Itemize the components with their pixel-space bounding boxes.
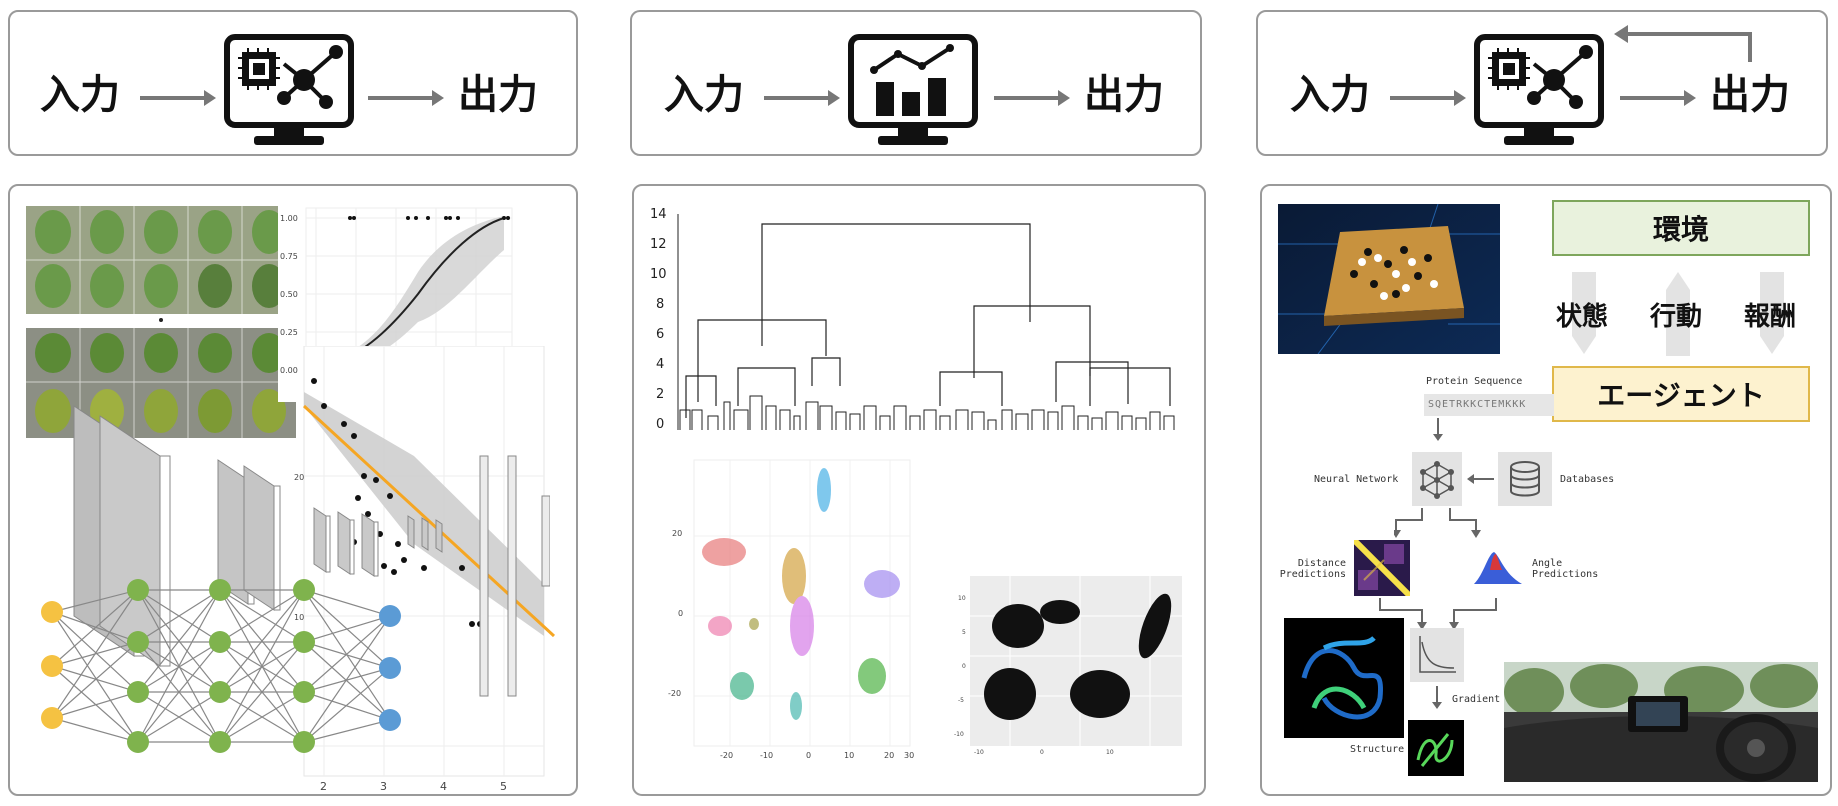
self-driving-car-image [1504,662,1818,782]
action-label: 行動 [1650,302,1703,332]
tick-label: -20 [668,689,681,698]
tick-label: 0 [962,663,966,670]
tick-label: 0 [656,417,664,432]
tick-label: 6 [656,327,664,342]
input-label: 入力 [40,72,120,118]
cnn-architecture-diagram [73,405,550,697]
gradient-plot [1410,628,1464,682]
tick-label: 0 [806,751,811,760]
unsupervised-flow-box: 入力 出力 [630,10,1202,156]
ai-chip-monitor-icon [224,34,354,145]
angle-plot-image [1470,540,1526,596]
neural-network-diagram [41,579,401,753]
tick-label: 0.50 [280,290,298,299]
feedback-arrow-icon [1614,25,1752,62]
tick-label: -10 [954,731,964,738]
state-label: 状態 [1556,302,1609,332]
tick-label: 4 [656,357,664,372]
tick-label: -20 [720,751,733,760]
gradient-label: Gradient [1452,694,1501,705]
protein-sequence-label: Protein Sequence [1426,376,1523,387]
arrow-right-icon [994,90,1070,106]
neural-network-label: Neural Network [1314,474,1399,485]
arrow-right-icon [1620,90,1696,106]
output-label: 出力 [1710,72,1790,118]
arrow-down-icon [1432,686,1442,709]
tick-label: 20 [294,473,304,482]
tsne-cluster-chart: 20 0 -20 -20 -10 0 10 20 30 [668,459,914,760]
tick-label: 0.75 [280,252,298,261]
pipeline-split-arrows-icon [1394,508,1481,538]
tick-label: 20 [672,529,682,538]
tick-label: 0.25 [280,328,298,337]
tick-label: -5 [958,697,964,704]
protein-sequence-value: SQETRKKCTEMKKK [1424,394,1554,416]
supervised-flow-box: 入力 出力 [8,10,578,156]
go-board-chip-image [1278,204,1500,354]
distance-map-image [1354,540,1410,596]
reward-label: 報酬 [1744,302,1797,332]
ai-chip-monitor-icon [1474,34,1604,145]
tick-label: 20 [884,751,894,760]
tick-label: 10 [294,613,304,622]
database-icon [1498,452,1552,506]
tick-label: 3 [380,780,387,793]
arrow-down-icon [1433,418,1443,441]
leaf-image-grid [26,206,296,438]
neural-network-icon [1412,452,1462,506]
structure-label: Structure [1350,744,1405,755]
tick-label: 5 [962,629,966,636]
tick-label: 10 [650,267,667,282]
reinforcement-examples-panel: 環境 状態 行動 報酬 エージェント Protein Sequence SQET… [1260,184,1832,796]
angle-predictions-label: Angle Predictions [1532,558,1599,580]
tick-label: 8 [656,297,664,312]
arrow-right-icon [1390,90,1466,106]
state-arrow-icon [1572,272,1596,354]
pipeline-merge-arrows-icon [1379,598,1497,630]
arrow-right-icon [368,90,444,106]
tick-label: 14 [650,207,667,222]
tick-label: 12 [650,237,667,252]
input-label: 入力 [664,72,744,118]
tick-label: 0 [678,609,683,618]
input-label: 入力 [1290,72,1370,118]
tick-label: 2 [656,387,664,402]
tick-label: 1.00 [280,214,298,223]
agent-label: エージェント [1597,379,1765,412]
tick-label: -10 [760,751,773,760]
tick-label: 10 [1106,749,1114,756]
arrow-right-icon [764,90,840,106]
protein-structure-image [1284,618,1404,738]
distance-predictions-label: Distance Predictions [1279,558,1346,580]
databases-label: Databases [1560,474,1615,485]
action-arrow-icon [1666,272,1690,356]
arrow-left-icon [1467,474,1494,484]
tick-label: 5 [500,780,507,793]
kmeans-scatter-chart: 10 5 0 -5 -10 -10 0 10 [954,576,1182,756]
dendrogram-chart: 14 12 10 8 6 4 2 0 [650,207,1175,432]
output-label: 出力 [1084,72,1164,118]
supervised-examples-panel: 1.00 0.75 0.50 0.25 0.00 10 15 20 25 30 … [8,184,578,796]
tick-label: 0 [1040,749,1044,756]
predicted-structure-image [1408,720,1464,776]
tick-label: 10 [844,751,854,760]
arrow-right-icon [140,90,216,106]
tick-label: 0.00 [280,366,298,375]
output-label: 出力 [458,72,538,118]
tick-label: 4 [440,780,447,793]
agent-box: エージェント [1552,366,1810,422]
tick-label: -10 [974,749,984,756]
unsupervised-examples-panel: 14 12 10 8 6 4 2 0 [632,184,1206,796]
environment-label: 環境 [1652,213,1709,246]
reward-arrow-icon [1760,272,1784,354]
environment-box: 環境 [1552,200,1810,256]
tick-label: 2 [320,780,327,793]
tick-label: 10 [958,595,966,602]
tick-label: 30 [904,751,914,760]
analytics-monitor-icon [848,34,978,145]
